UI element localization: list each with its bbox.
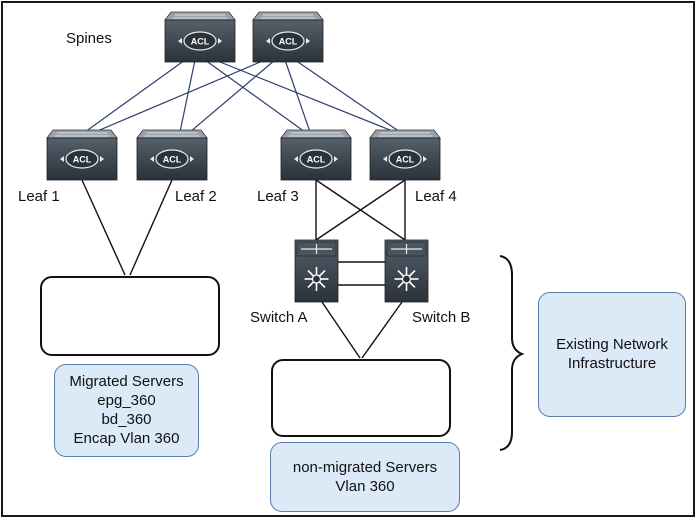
leaf-2-device: ACL	[136, 129, 208, 181]
acl-icon	[271, 31, 305, 51]
non-migrated-servers-note: non-migrated Servers Vlan 360	[270, 442, 460, 512]
switch-star-icon	[394, 267, 419, 291]
link-switch-b-servers	[361, 301, 403, 359]
switch-a-device	[294, 239, 339, 303]
leaf-1-device: ACL	[46, 129, 118, 181]
leaf-3-device: ACL	[280, 129, 352, 181]
link-spine2-leaf1	[94, 59, 266, 133]
non-migrated-vlan: Vlan 360	[335, 478, 395, 495]
existing-network-line1: Existing Network	[556, 336, 668, 353]
leaf4-label: Leaf 4	[415, 188, 457, 205]
spine-2-device: ACL	[252, 11, 324, 63]
leaf2-label: Leaf 2	[175, 188, 217, 205]
link-spine2-leaf3	[284, 59, 311, 133]
spine-1-device: ACL	[164, 11, 236, 63]
acl-text: ACL	[73, 155, 92, 165]
acl-text: ACL	[279, 37, 298, 47]
migrated-servers-note: Migrated Servers epg_360 bd_360 Encap Vl…	[54, 364, 199, 457]
acl-text: ACL	[307, 155, 326, 165]
acl-icon	[155, 149, 189, 169]
link-spine1-leaf2	[179, 59, 196, 133]
link-switch-a-servers	[321, 301, 361, 359]
non-migrated-server-group	[271, 359, 451, 437]
link-leaf1-servers	[81, 179, 126, 276]
link-leaf2-servers	[129, 179, 173, 276]
link-spine2-leaf2	[189, 59, 276, 133]
existing-network-line2: Infrastructure	[567, 355, 657, 372]
infrastructure-brace	[499, 255, 525, 451]
leaf-4-device: ACL	[369, 129, 441, 181]
migrated-servers-title: Migrated Servers	[69, 373, 184, 390]
existing-network-note: Existing Network Infrastructure	[538, 292, 686, 417]
link-spine1-leaf1	[84, 59, 186, 133]
migrated-bd: bd_360	[101, 411, 152, 428]
migrated-encap-vlan: Encap Vlan 360	[73, 430, 180, 447]
acl-text: ACL	[163, 155, 182, 165]
acl-icon	[65, 149, 99, 169]
switch-star-icon	[304, 267, 329, 291]
acl-icon	[299, 149, 333, 169]
leaf1-label: Leaf 1	[18, 188, 60, 205]
switch-b-label: Switch B	[412, 309, 471, 326]
acl-text: ACL	[396, 155, 415, 165]
non-migrated-title: non-migrated Servers	[292, 459, 438, 476]
link-leaf4-switch-a	[315, 179, 406, 241]
switch-a-label: Switch A	[250, 309, 308, 326]
access-links	[81, 179, 406, 359]
migrated-epg: epg_360	[97, 392, 156, 409]
acl-icon	[183, 31, 217, 51]
acl-icon	[388, 149, 422, 169]
migrated-server-group	[40, 276, 220, 356]
link-spine2-leaf4	[294, 59, 401, 133]
switch-b-device	[384, 239, 429, 303]
spines-label: Spines	[66, 30, 112, 47]
link-spine1-leaf4	[214, 59, 396, 133]
devices: ACL ACL ACL ACL ACL ACL	[46, 11, 441, 419]
spine-leaf-links	[84, 59, 401, 133]
acl-text: ACL	[191, 37, 210, 47]
link-spine1-leaf3	[204, 59, 306, 133]
leaf3-label: Leaf 3	[257, 188, 299, 205]
